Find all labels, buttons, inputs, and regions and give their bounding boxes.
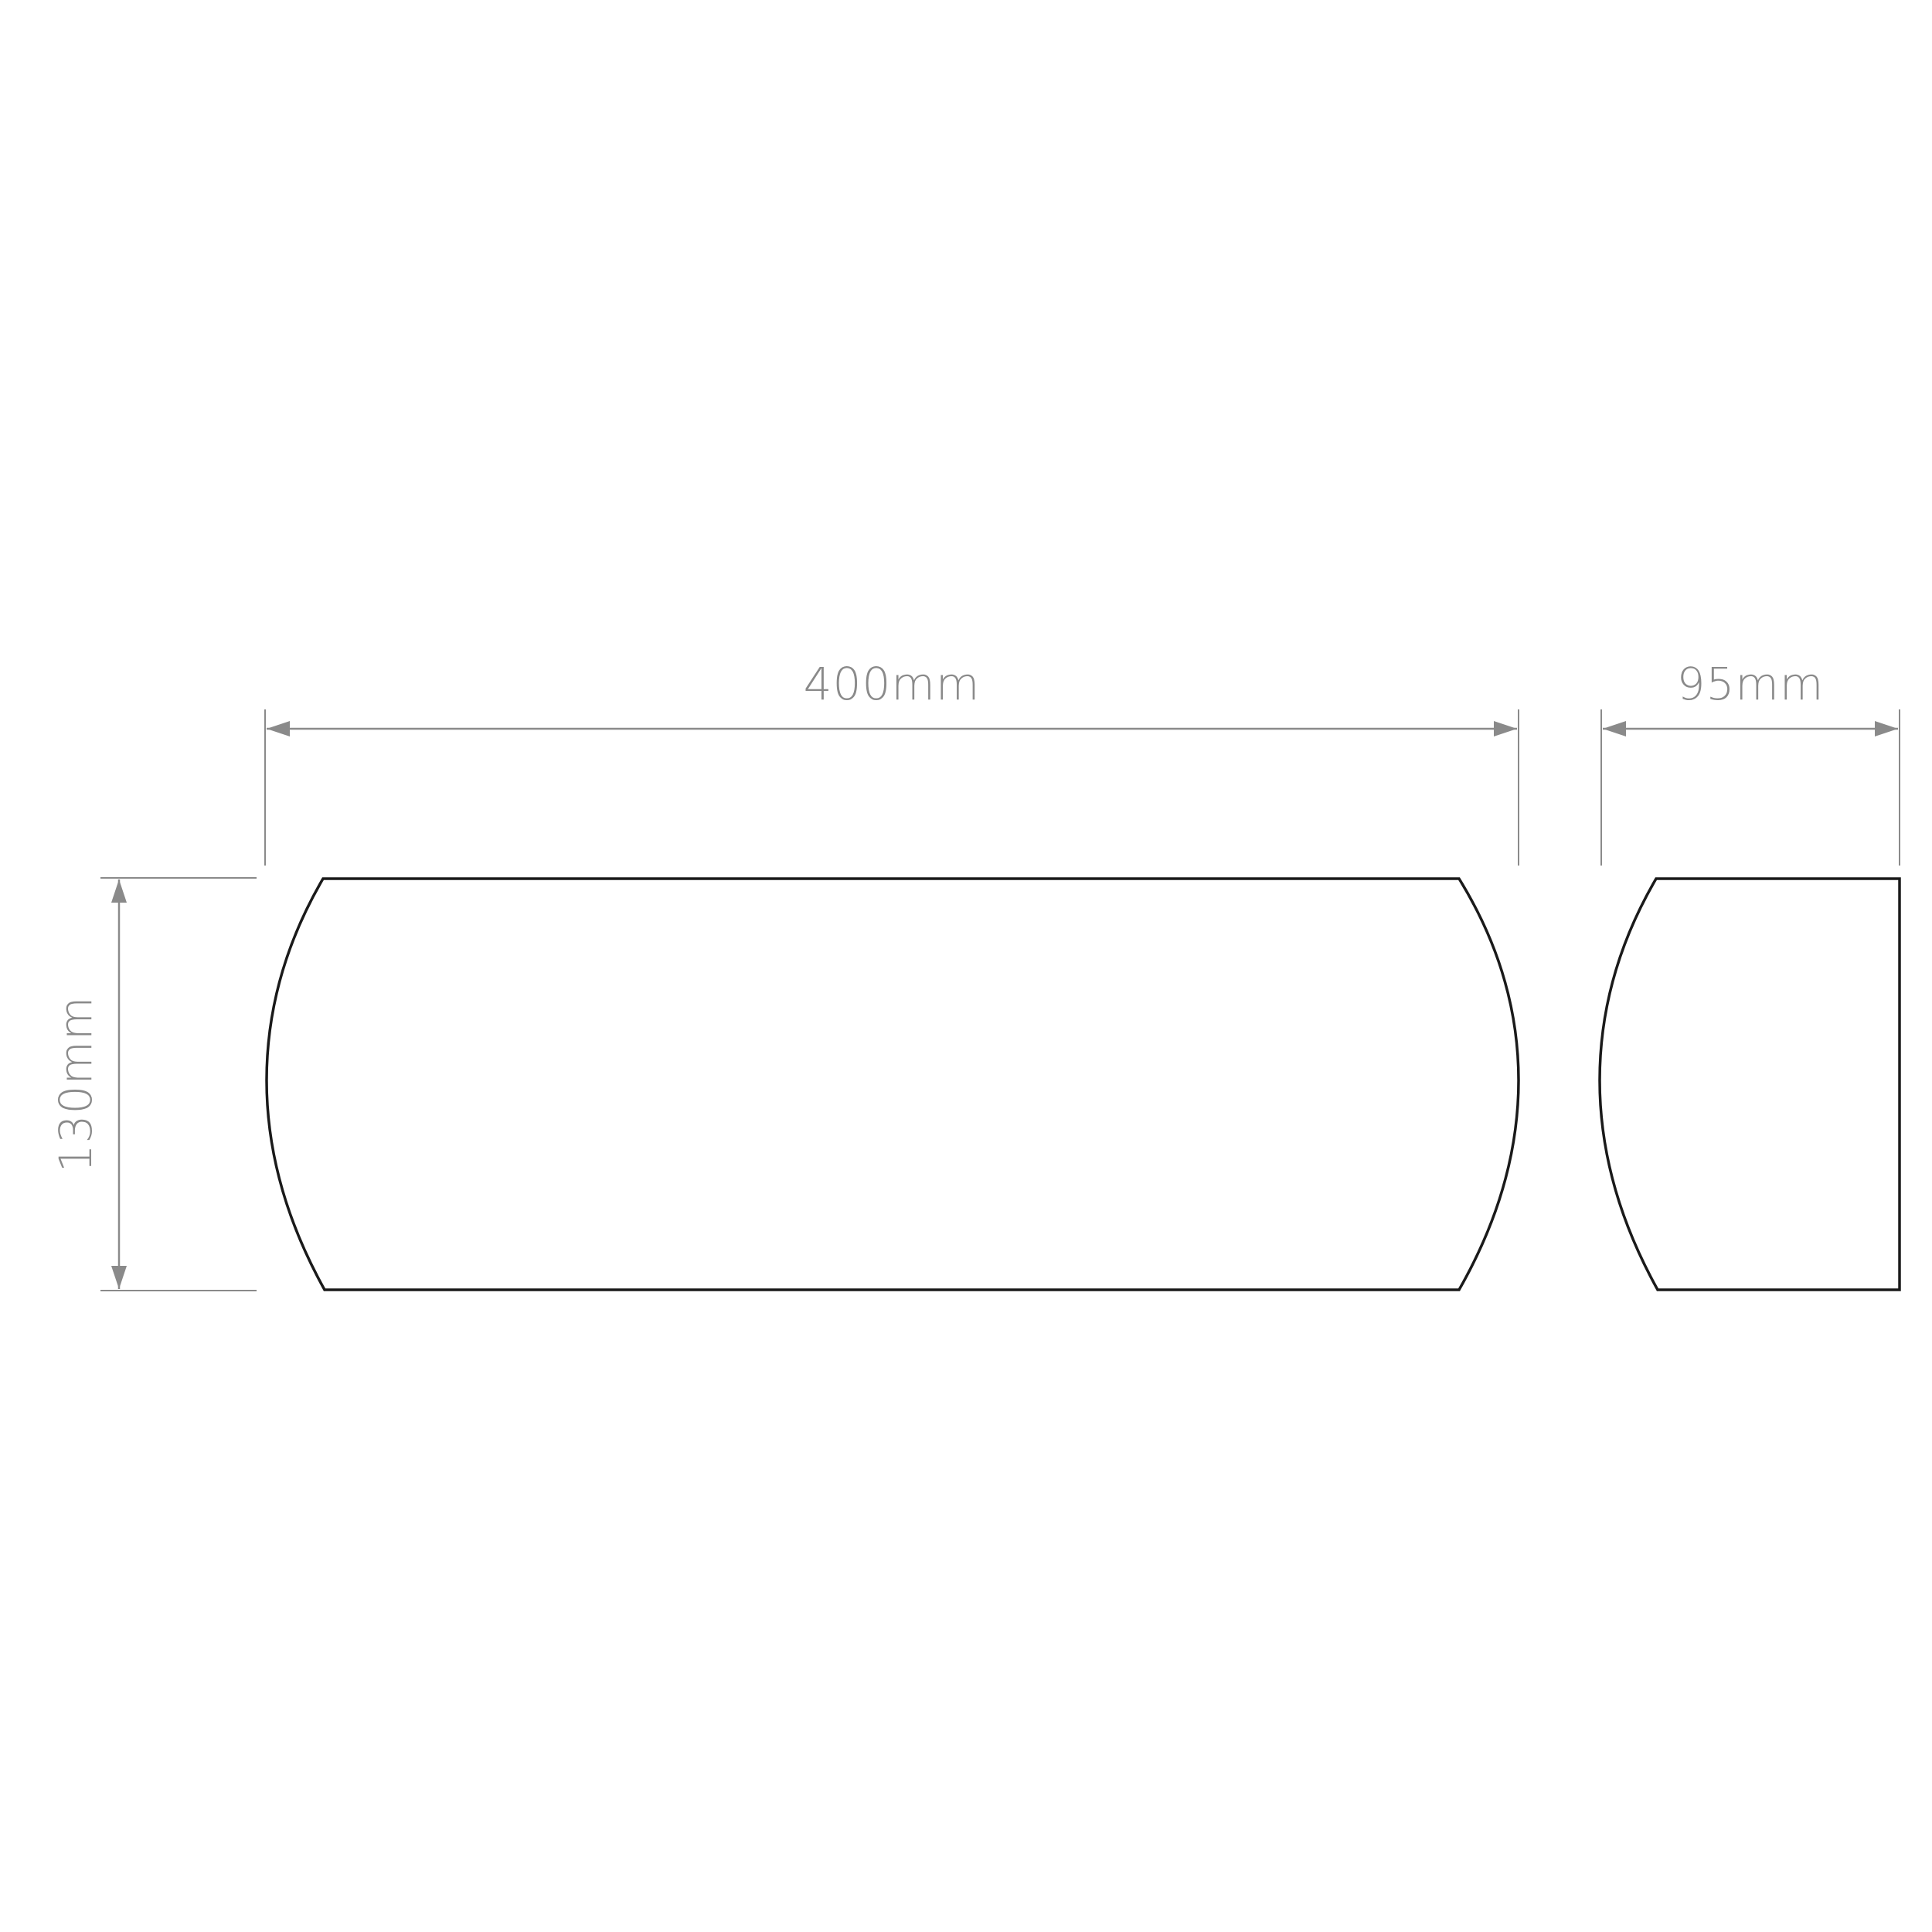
side-view-outline bbox=[1598, 877, 1901, 1291]
depth-label: 95mm bbox=[1677, 658, 1825, 710]
front-view-outline bbox=[265, 877, 1520, 1291]
width-label: 400mm bbox=[804, 658, 981, 710]
height-dimension: 130mm bbox=[49, 877, 257, 1291]
width-dimension: 400mm bbox=[264, 658, 1519, 866]
height-label: 130mm bbox=[49, 996, 102, 1173]
depth-dimension: 95mm bbox=[1600, 658, 1900, 866]
